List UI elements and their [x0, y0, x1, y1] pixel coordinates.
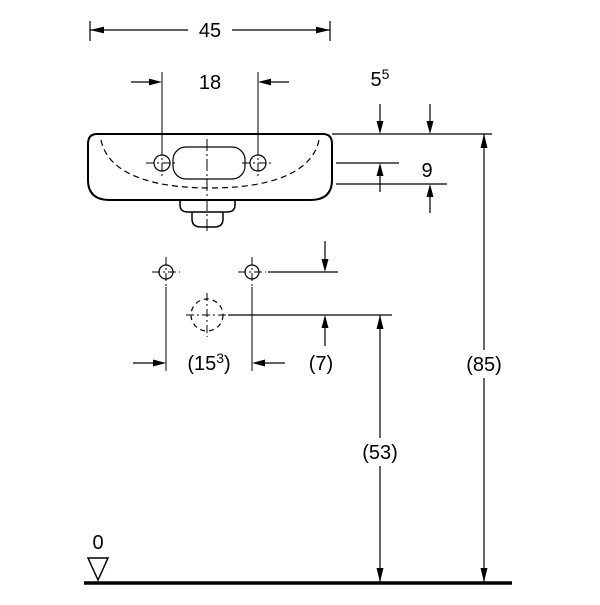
dimension-rim-height: (85)	[458, 134, 510, 582]
arrowhead-down-icon	[376, 121, 384, 134]
arrowhead-down-icon	[480, 568, 488, 582]
fixing-hole-right	[238, 257, 266, 287]
fixing-hole-left	[152, 257, 180, 287]
dim-label-5-5: 55	[371, 66, 390, 91]
dimension-tap-hole-spacing: 18	[131, 72, 289, 147]
dimension-rim-to-overflow: 9	[421, 104, 434, 213]
arrowhead-left-icon	[258, 78, 271, 86]
arrowhead-down-icon	[376, 568, 384, 582]
arrowhead-down-icon	[321, 259, 329, 272]
reference-lines-right	[332, 133, 492, 185]
datum-label-0: 0	[92, 532, 103, 554]
arrowhead-up-icon	[426, 184, 434, 197]
label-mask	[353, 438, 407, 466]
fixing-holes	[152, 257, 266, 287]
arrowhead-up-icon	[376, 163, 384, 176]
dim-label-18: 18	[199, 72, 221, 94]
arrowhead-up-icon	[480, 134, 488, 148]
dim-label-7: (7)	[309, 353, 333, 375]
trap-outer-outline	[179, 200, 236, 213]
basin-front-view	[87, 133, 333, 233]
floor-datum: 0	[84, 532, 512, 585]
dimension-overall-width: 45	[89, 16, 331, 43]
arrowhead-right-icon	[153, 359, 166, 367]
dimension-fixing-spacing: (153)	[133, 287, 285, 375]
drain-outlet	[186, 293, 228, 337]
arrowhead-left-icon	[90, 26, 104, 34]
arrowhead-right-icon	[149, 78, 162, 86]
basin-outline	[87, 133, 333, 201]
arrowhead-up-icon	[376, 315, 384, 329]
arrowhead-down-icon	[426, 121, 434, 134]
arrowhead-right-icon	[316, 26, 330, 34]
arrowhead-left-icon	[252, 359, 265, 367]
basin-recess-outline	[172, 146, 246, 180]
tap-hole-left	[146, 147, 178, 179]
label-mask	[458, 350, 510, 378]
dim-label-15-3: (153)	[187, 350, 230, 375]
tap-hole-right	[242, 147, 274, 179]
datum-triangle-icon	[86, 557, 110, 582]
dimension-drain-height: (53)	[353, 315, 407, 582]
reference-lines-middle	[228, 271, 392, 316]
dim-label-45: 45	[199, 20, 221, 42]
label-mask	[188, 16, 232, 43]
dimension-rim-to-taphole: 55	[371, 66, 390, 192]
dim-label-53: (53)	[362, 442, 398, 464]
dim-label-85: (85)	[466, 354, 502, 376]
basin-bowl-hidden-edge	[100, 139, 320, 189]
arrowhead-up-icon	[321, 315, 329, 328]
dim-label-9: 9	[421, 160, 432, 182]
dimension-fixing-to-drain: (7)	[309, 241, 333, 375]
